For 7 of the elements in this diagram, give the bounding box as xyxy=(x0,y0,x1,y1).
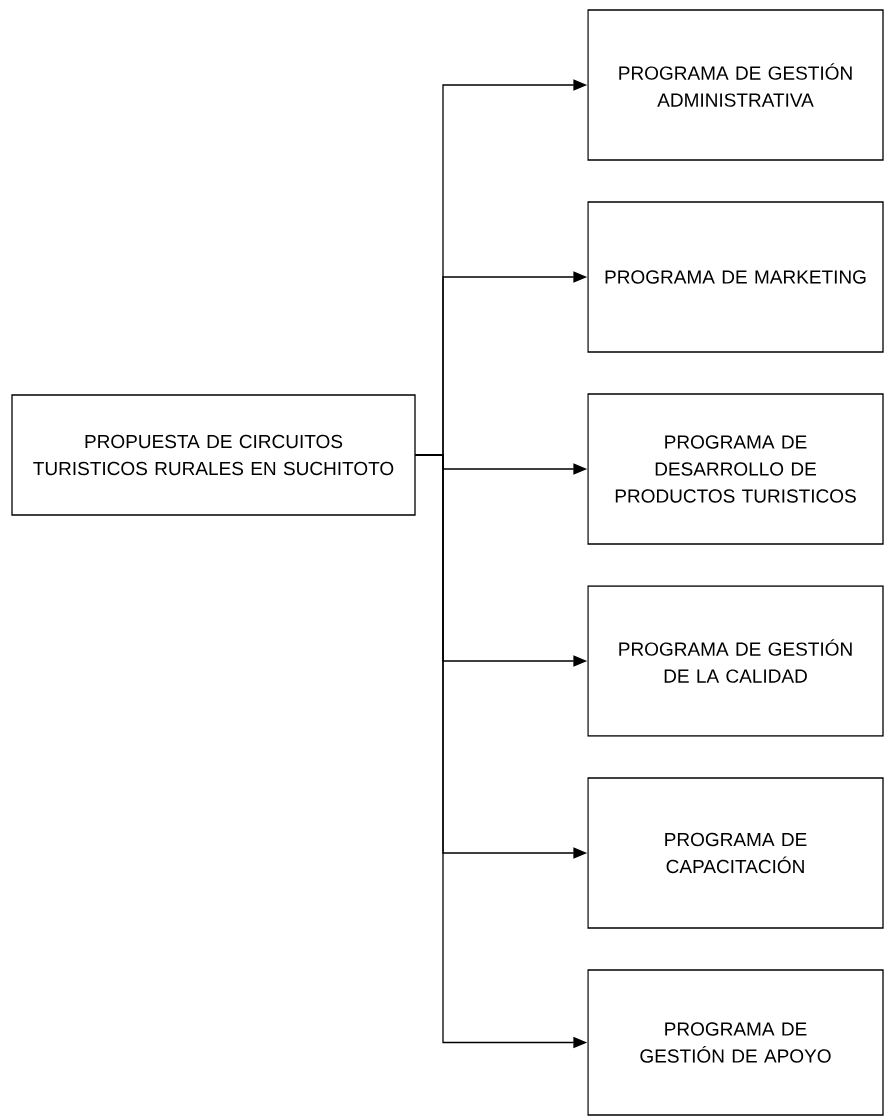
topic-box: PROPUESTA DE CIRCUITOS TURISTICOS RURALES EN SUCHITOTO xyxy=(11,394,416,516)
program-box: PROGRAMA DE DESARROLLO DE PRODUCTOS TURISTICOS xyxy=(587,393,884,545)
program-box: PROGRAMA DE MARKETING xyxy=(587,201,884,353)
program-box: PROGRAMA DE CAPACITACIÓN xyxy=(587,777,884,929)
program-box: PROGRAMA DE GESTIÓN DE LA CALIDAD xyxy=(587,585,884,737)
program-box: PROGRAMA DE GESTIÓN ADMINISTRATIVA xyxy=(587,9,884,161)
program-box: PROGRAMA DE GESTIÓN DE APOYO xyxy=(587,969,884,1116)
